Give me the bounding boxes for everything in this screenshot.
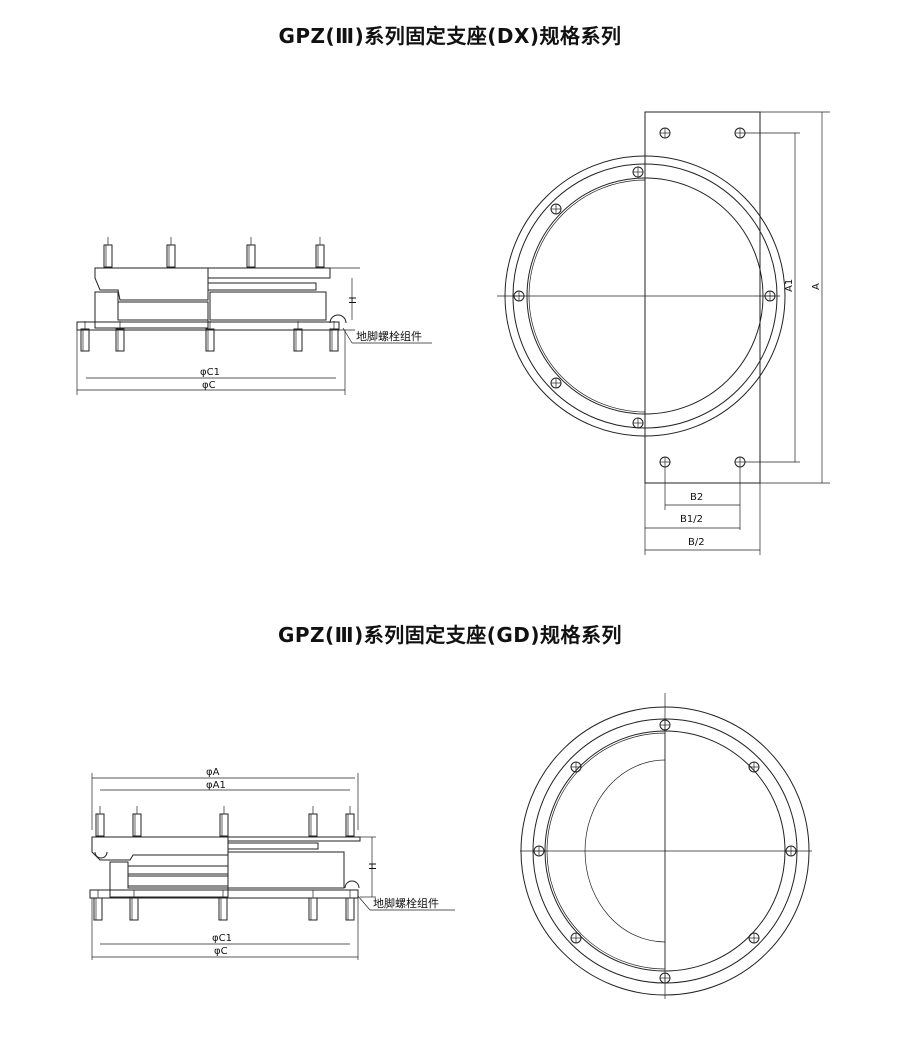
dx-b-half-label: B/2 — [688, 537, 705, 548]
gd-bolt-assembly-label: 地脚螺栓组件 — [373, 896, 439, 910]
dx-section-title: GPZ(Ⅲ)系列固定支座(DX)规格系列 — [278, 24, 622, 48]
dx-height-label: H — [348, 296, 359, 304]
dx-a1-label: A1 — [784, 279, 795, 292]
dx-c1-label: φC1 — [200, 367, 220, 378]
dx-b2-label: B2 — [690, 492, 703, 503]
gd-c1-label: φC1 — [212, 933, 232, 944]
dx-side-view: H 地脚螺栓组件 φC1 φC — [76, 236, 432, 395]
gd-section-title: GPZ(Ⅲ)系列固定支座(GD)规格系列 — [277, 623, 623, 647]
gd-plan-view — [520, 693, 812, 999]
dx-a-label: A — [811, 283, 822, 290]
dx-c-label: φC — [202, 380, 216, 391]
gd-c-label: φC — [214, 946, 228, 957]
dx-plan-view: A1 A B2 B1/2 B/2 — [497, 111, 830, 555]
dx-b1-half-label: B1/2 — [680, 514, 703, 525]
gd-side-view: φA φA1 H 地脚螺栓组件 φC1 φC — [89, 767, 455, 960]
gd-a-label: φA — [206, 767, 220, 778]
gd-height-label: H — [368, 862, 379, 870]
dx-bolt-assembly-label: 地脚螺栓组件 — [356, 329, 422, 343]
gd-a1-label: φA1 — [206, 780, 226, 791]
